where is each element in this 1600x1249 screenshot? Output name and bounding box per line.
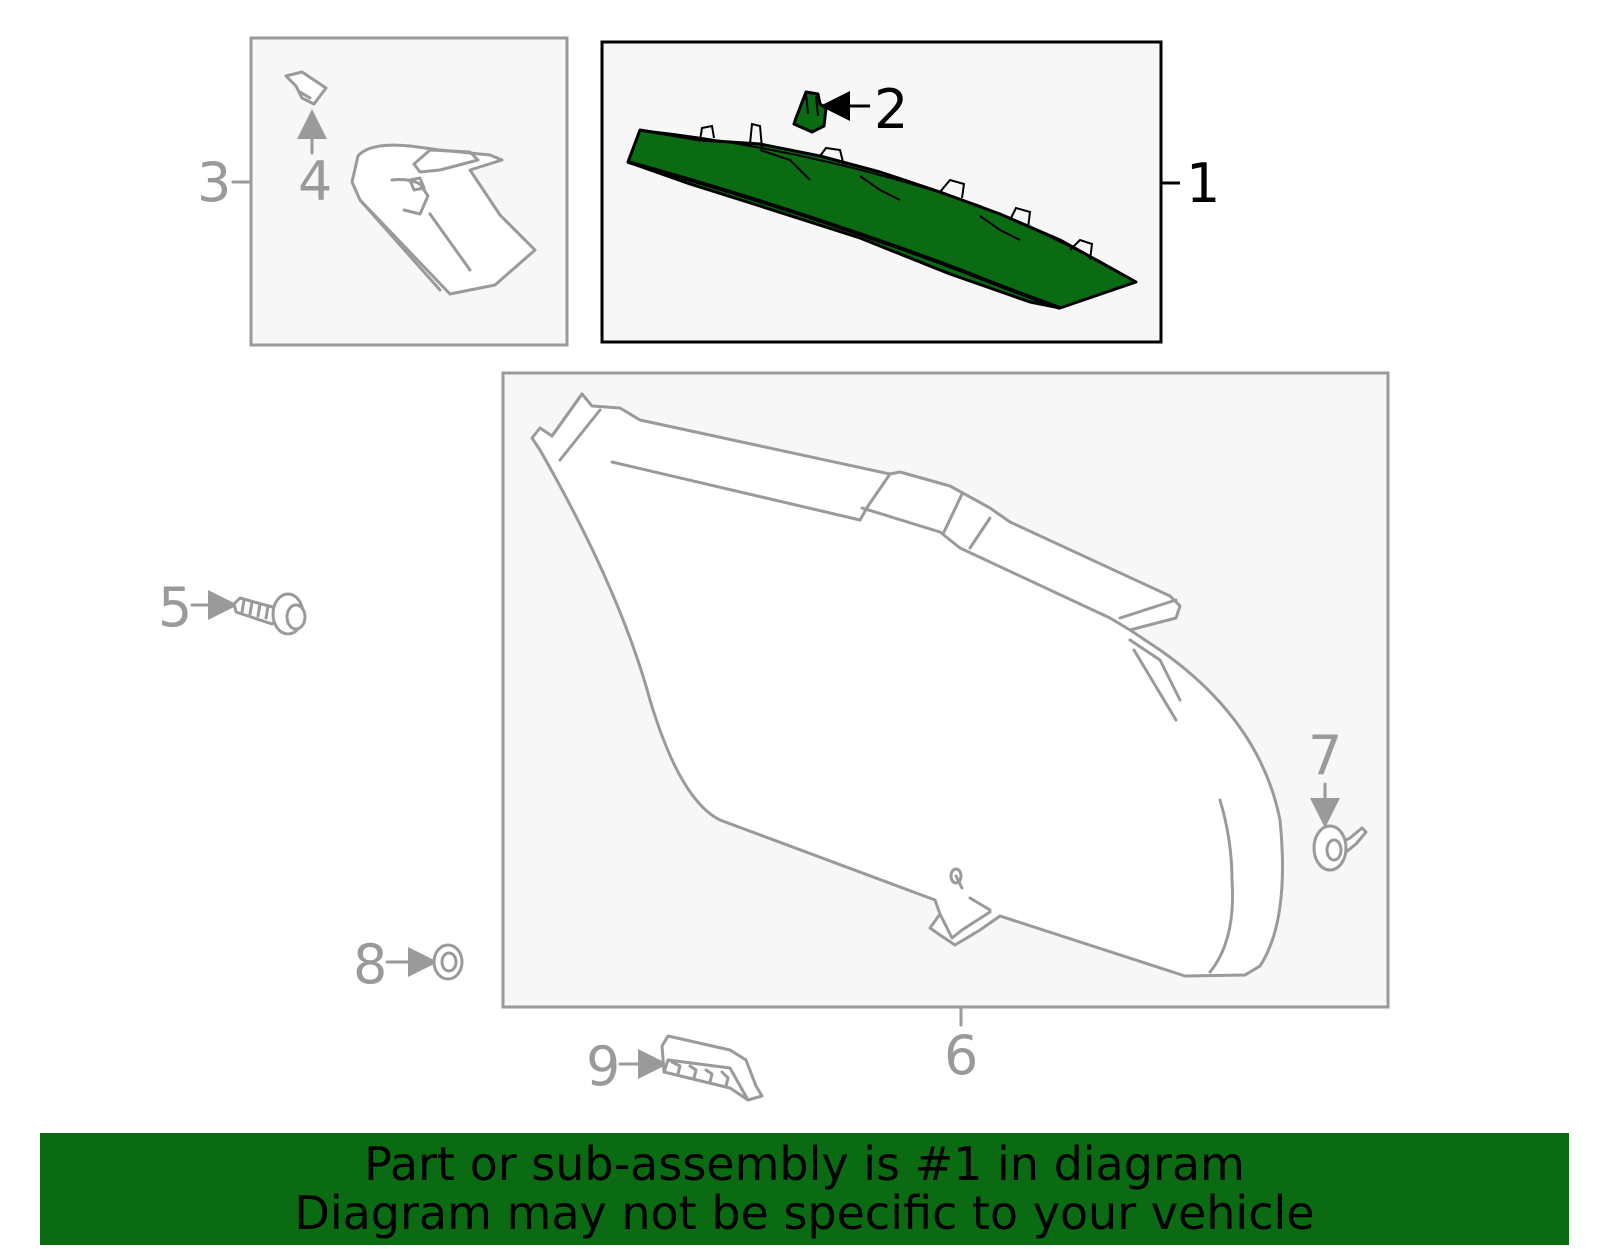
callout-8: 8 <box>353 933 387 996</box>
part-6-trim-panel <box>530 392 1284 978</box>
callout-5: 5 <box>158 576 192 639</box>
callout-7: 7 <box>1308 724 1342 787</box>
callout-2: 2 <box>874 78 908 141</box>
part-8-nut <box>385 943 464 981</box>
callout-9: 9 <box>586 1035 620 1098</box>
callout-6: 6 <box>944 1024 978 1087</box>
part-3-bracket <box>350 143 537 296</box>
part-2-clip <box>792 90 870 134</box>
part-5-bolt <box>190 590 307 636</box>
diagram-notice-banner: Part or sub-assembly is #1 in diagram Di… <box>40 1133 1569 1245</box>
callout-1: 1 <box>1186 152 1220 215</box>
callout-4: 4 <box>298 150 332 213</box>
callout-3: 3 <box>197 151 231 214</box>
part-7-pin <box>1310 782 1368 872</box>
part-9-clip <box>618 1034 764 1102</box>
banner-line-2: Diagram may not be specific to your vehi… <box>294 1186 1315 1240</box>
part-4-clip <box>284 70 328 155</box>
banner-line-1: Part or sub-assembly is #1 in diagram <box>364 1137 1245 1191</box>
part-1-trim-panel <box>626 122 1138 310</box>
